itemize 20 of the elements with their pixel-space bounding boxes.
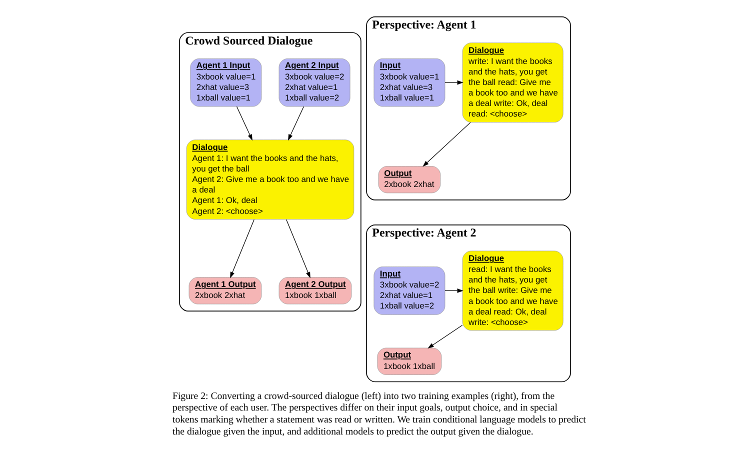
arrow: [444, 288, 464, 293]
node-box: Input 3xbook value=2 2xhat value=1 1xball value=2: [374, 266, 446, 315]
arrow: [428, 324, 463, 348]
node-box: Agent 2 Input 3xbook value=2 2xhat value=1 1xball value=2: [278, 58, 350, 107]
caption: Figure 2: Converting a crowd-sourced dialogue (left) into two training examples (right), from the perspective of each user. The perspectives differ on their input goals, output choice, and in special tokens marking whether a statement was read or written. We train conditional language models to predict the dialogue given the input, and additional models to predict the output given the dialogue.: [172, 390, 586, 438]
node-box: Dialogue Agent 1: I want the books and the hats, you get the ball Agent 2: Give me a book too and we have a deal Agent 1: Ok, deal Agent 2: <choose>: [186, 140, 354, 220]
arrow: [236, 106, 252, 141]
node-box: Input 3xbook value=1 2xhat value=3 1xball value=1: [374, 58, 446, 107]
node-box: Output 2xbook 2xhat: [378, 166, 441, 194]
arrow: [444, 80, 464, 85]
node-box: Agent 2 Output 1xbook 1xball: [278, 277, 352, 304]
node-box: Agent 1 Input 3xbook value=1 2xhat value=3 1xball value=1: [190, 58, 262, 107]
node-box: Output 1xbook 1xball: [377, 348, 442, 375]
arrow: [230, 219, 254, 278]
arrow: [286, 219, 310, 278]
node-box: Dialogue read: I want the books and the hats, you get the ball write: Give me a book too and we have a deal read: Ok, deal write: <choose>: [462, 250, 564, 331]
arrow: [288, 106, 304, 141]
node-box: Dialogue write: I want the books and the hats, you get the ball read: Give me a book too and we have a deal write: Ok, deal read: <choose>: [462, 42, 564, 122]
arrow: [422, 122, 471, 167]
node-box: Agent 1 Output 2xbook 2xhat: [188, 277, 262, 304]
